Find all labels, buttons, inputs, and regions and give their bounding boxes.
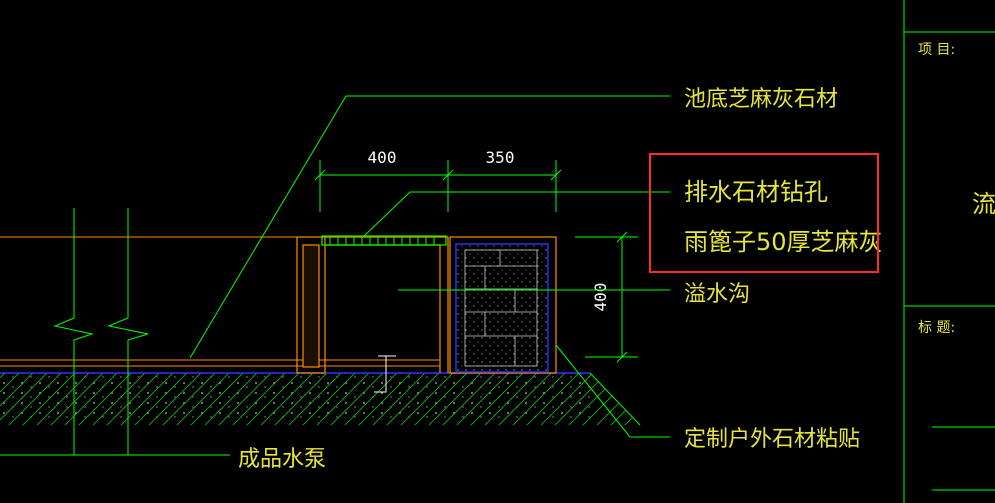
label-grate: 雨篦子50厚芝麻灰 bbox=[684, 228, 883, 256]
label-overflow: 溢水沟 bbox=[684, 282, 750, 307]
ground-base bbox=[0, 236, 641, 426]
label-pump: 成品水泵 bbox=[238, 447, 326, 472]
right-wall-block bbox=[449, 236, 557, 374]
top-dimensions bbox=[314, 160, 562, 212]
dim-350: 350 bbox=[486, 148, 515, 167]
dim-400: 400 bbox=[368, 148, 397, 167]
label-drain-drill: 排水石材钻孔 bbox=[684, 178, 828, 206]
pump-pipe bbox=[374, 355, 396, 393]
grate-strip bbox=[321, 235, 447, 246]
label-custom-stone: 定制户外石材粘贴 bbox=[684, 427, 860, 452]
label-pool-bottom: 池底芝麻灰石材 bbox=[684, 87, 838, 112]
title-title-label: 标 题: bbox=[918, 320, 955, 336]
grate-bars bbox=[329, 236, 435, 245]
highlight-box bbox=[649, 153, 879, 273]
title-block bbox=[903, 0, 995, 503]
title-project-label: 项 目: bbox=[918, 42, 955, 58]
right-dimension bbox=[575, 231, 638, 363]
left-wall bbox=[296, 236, 449, 374]
dim-height-400: 400 bbox=[591, 283, 610, 312]
title-name-fragment: 流 bbox=[972, 190, 995, 218]
pipe-break bbox=[0, 208, 230, 456]
leader-lines bbox=[189, 95, 670, 438]
